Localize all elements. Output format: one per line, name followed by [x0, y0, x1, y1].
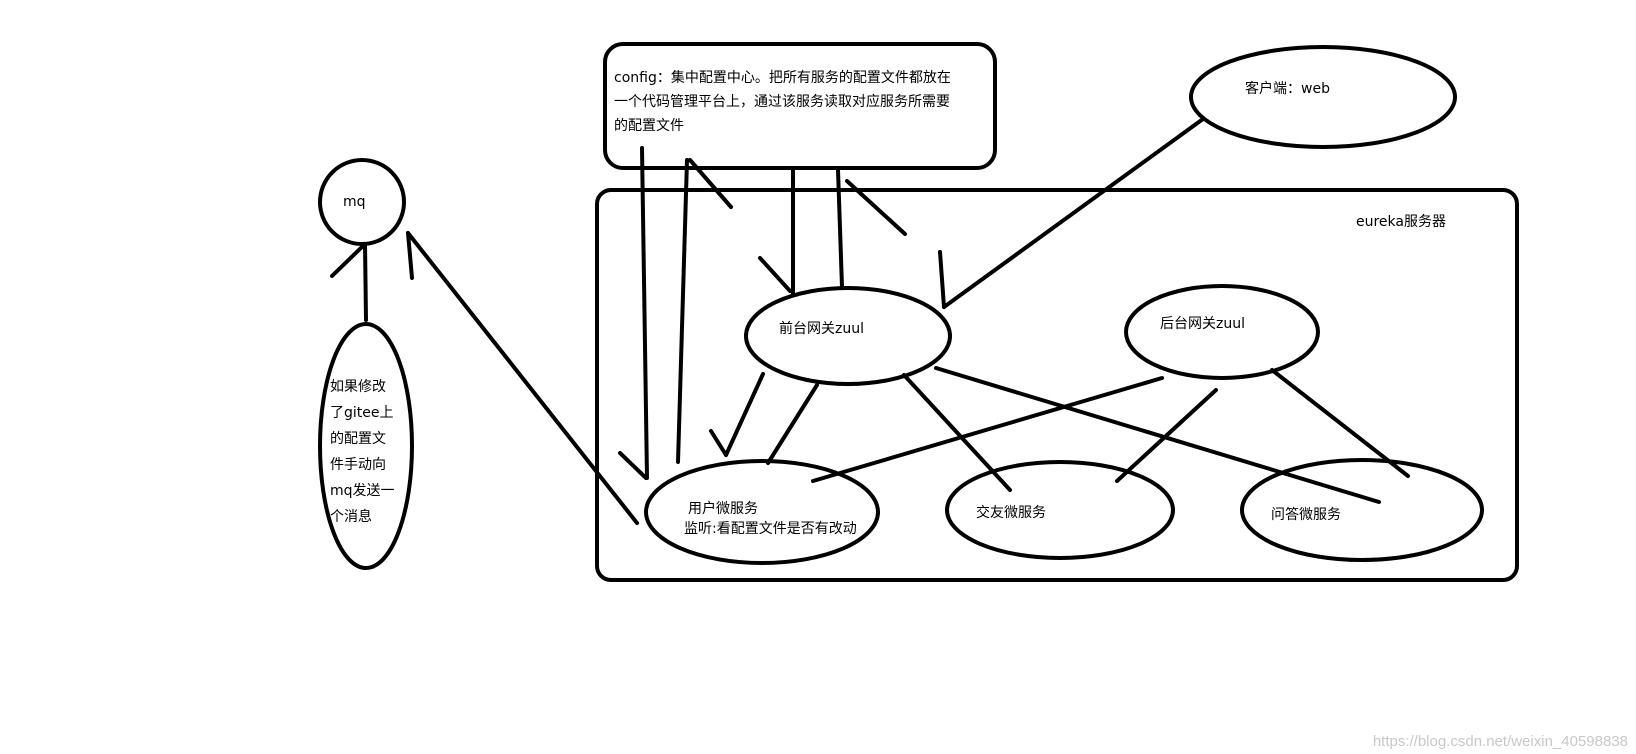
connector-front-gateway-to-user-service: [724, 372, 765, 457]
mq-note-shape: [318, 322, 414, 570]
back-gateway-label: 后台网关zuul: [1160, 316, 1245, 332]
qa-service-shape: [1240, 458, 1484, 562]
mq-note-text: 如果修改 了gitee上 的配置文 件手动向 mq发送一 个消息: [330, 379, 395, 525]
connector-back-gateway-to-user-service: [811, 376, 1164, 483]
connector-client-to-front-gateway: [942, 117, 1205, 309]
eureka-container-shape: [595, 188, 1519, 582]
friend-service-label: 交友微服务: [976, 505, 1046, 521]
qa-service-label: 问答微服务: [1271, 507, 1341, 523]
front-gateway-shape: [744, 286, 952, 386]
arrowhead-mq: [406, 231, 414, 280]
config-box-shape: [603, 42, 997, 170]
arrow-stroke-user-1: [618, 451, 648, 480]
connector-front-gateway-to-user-service-b: [766, 383, 819, 465]
config-box-text: config：集中配置中心。把所有服务的配置文件都放在 一个代码管理平台上，通过…: [614, 70, 951, 134]
connector-config-to-front-gateway-b: [836, 168, 844, 289]
friend-service-shape: [945, 460, 1175, 560]
connector-user-service-to-mq: [406, 231, 639, 525]
front-gateway-label: 前台网关zuul: [779, 321, 864, 337]
mq-node-label: mq: [343, 194, 366, 210]
arrowhead-front-user: [709, 429, 728, 457]
connector-front-gateway-to-friend-service: [902, 373, 1012, 492]
user-service-sublabel: 监听:看配置文件是否有改动: [684, 521, 857, 537]
arrow-stroke-front-1: [688, 158, 733, 209]
user-service-label: 用户微服务: [688, 501, 758, 517]
arrowhead-client: [938, 250, 946, 309]
arrow-stroke-front-3: [845, 179, 907, 236]
eureka-container-label: eureka服务器: [1356, 214, 1446, 230]
back-gateway-shape: [1124, 284, 1320, 380]
client-node-shape: [1189, 45, 1457, 149]
connector-back-gateway-to-qa-service: [1270, 368, 1410, 478]
connector-front-gateway-to-qa-service: [934, 366, 1381, 504]
client-node-label: 客户端：web: [1245, 81, 1330, 97]
arrowhead-mq-note: [330, 242, 367, 278]
connector-mq-note-to-mq: [363, 242, 368, 322]
connector-back-gateway-to-friend-service: [1115, 388, 1218, 483]
arrow-stroke-front-2: [758, 256, 792, 293]
mq-node-shape: [318, 158, 406, 246]
user-service-shape: [644, 459, 880, 565]
watermark: https://blog.csdn.net/weixin_40598838: [1372, 733, 1628, 750]
connector-user-service-to-config-up: [676, 158, 689, 464]
connector-config-to-user-service-down: [640, 146, 649, 480]
